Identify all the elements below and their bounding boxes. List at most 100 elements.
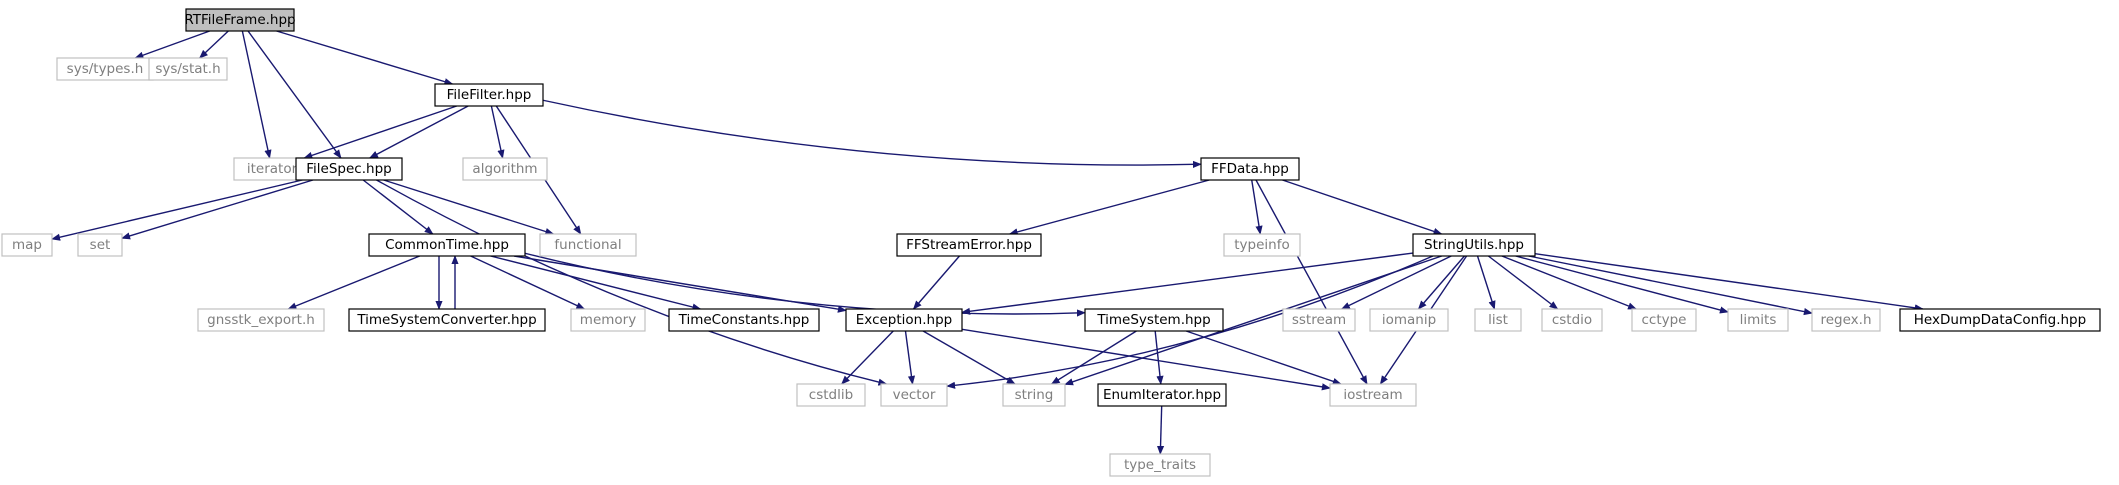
edge-stringutils-to-regex (1528, 255, 1813, 316)
node-gnsstk: gnsstk_export.h (197, 308, 325, 332)
edge-ffdata-to-ffstreamerror (1008, 179, 1210, 236)
edge-exception-to-vector (904, 330, 916, 385)
edge-timesystem-to-enumiter (1154, 330, 1164, 385)
edge-stringutils-to-list (1476, 255, 1496, 310)
edge-root-to-iterator (241, 30, 272, 159)
node-ffdata[interactable]: FFData.hpp (1200, 157, 1300, 181)
edge-commontime-to-gnsstk (287, 255, 420, 310)
node-box-gnsstk (197, 308, 325, 332)
node-timeconst[interactable]: TimeConstants.hpp (668, 308, 820, 332)
node-label-exception: Exception.hpp (856, 312, 952, 328)
node-label-iomanip: iomanip (1382, 312, 1436, 328)
node-box-stringutils (1412, 233, 1536, 257)
node-label-cstdio: cstdio (1552, 312, 1592, 328)
edge-ffdata-to-typeinfo (1251, 179, 1263, 235)
node-timesystem[interactable]: TimeSystem.hpp (1084, 308, 1224, 332)
node-box-hexdump (1899, 308, 2101, 332)
node-cctype: cctype (1631, 308, 1697, 332)
node-label-sstream: sstream (1292, 312, 1346, 328)
edge-filespec-to-functional (383, 179, 555, 235)
edge-filespec-to-map (51, 179, 303, 241)
edge-stringutils-to-limits (1515, 255, 1729, 314)
node-label-filespec: FileSpec.hpp (306, 161, 391, 177)
node-label-algorithm: algorithm (472, 161, 537, 177)
node-string: string (1002, 383, 1066, 407)
node-box-sysstat (148, 57, 228, 81)
node-label-set: set (90, 237, 111, 253)
node-box-timeconst (668, 308, 820, 332)
node-box-commontime (368, 233, 526, 257)
edge-exception-to-iostream (961, 328, 1331, 391)
node-box-iomanip (1369, 308, 1449, 332)
edge-stringutils-to-sstream (1340, 255, 1452, 310)
node-box-filefilter (434, 83, 544, 107)
node-box-enumiter (1097, 383, 1227, 407)
node-label-typeinfo: typeinfo (1234, 237, 1289, 253)
node-label-memory: memory (580, 312, 636, 328)
edge-root-to-systypes (134, 30, 210, 59)
node-algorithm: algorithm (462, 157, 548, 181)
node-label-typetraits: type_traits (1124, 457, 1196, 473)
node-box-list (1474, 308, 1522, 332)
node-box-functional (539, 233, 637, 257)
node-box-sstream (1282, 308, 1356, 332)
edge-stringutils-to-iomanip (1417, 255, 1465, 310)
node-label-regex: regex.h (1820, 312, 1871, 328)
node-filefilter[interactable]: FileFilter.hpp (434, 83, 544, 107)
node-box-map (1, 233, 53, 257)
node-box-exception (845, 308, 963, 332)
node-enumiter[interactable]: EnumIterator.hpp (1097, 383, 1227, 407)
node-box-root (185, 8, 295, 32)
node-box-cctype (1631, 308, 1697, 332)
edge-stringutils-to-hexdump (1534, 253, 1924, 312)
node-set: set (77, 233, 123, 257)
node-commontime[interactable]: CommonTime.hpp (368, 233, 526, 257)
node-root[interactable]: RTFileFrame.hpp (184, 8, 296, 32)
node-box-set (77, 233, 123, 257)
node-box-timesystem (1084, 308, 1224, 332)
node-box-iostream (1329, 383, 1417, 407)
node-ffstreamerror[interactable]: FFStreamError.hpp (896, 233, 1042, 257)
node-memory: memory (570, 308, 646, 332)
node-label-stringutils: StringUtils.hpp (1424, 237, 1524, 253)
node-box-memory (570, 308, 646, 332)
node-label-root: RTFileFrame.hpp (184, 12, 295, 28)
edge-filespec-to-vector (376, 179, 888, 386)
edge-commontime-to-timesystem (524, 252, 1086, 317)
node-iomanip: iomanip (1369, 308, 1449, 332)
node-label-timeconst: TimeConstants.hpp (678, 312, 810, 328)
node-map: map (1, 233, 53, 257)
edge-exception-to-cstdlib (841, 330, 894, 385)
node-box-typeinfo (1223, 233, 1301, 257)
edge-enumiter-to-typetraits (1156, 405, 1165, 455)
edge-filespec-to-commontime (362, 179, 434, 235)
node-box-cstdlib (796, 383, 866, 407)
edge-ffdata-to-iostream (1255, 179, 1368, 385)
node-functional: functional (539, 233, 637, 257)
node-tsconv[interactable]: TimeSystemConverter.hpp (348, 308, 546, 332)
node-limits: limits (1727, 308, 1789, 332)
node-box-ffdata (1200, 157, 1300, 181)
node-regex: regex.h (1811, 308, 1881, 332)
edge-root-to-filefilter (276, 30, 454, 86)
edge-stringutils-to-cctype (1501, 255, 1637, 310)
node-iostream: iostream (1329, 383, 1417, 407)
node-label-enumiter: EnumIterator.hpp (1103, 387, 1221, 403)
edge-exception-to-string (922, 330, 1016, 385)
node-label-cstdlib: cstdlib (809, 387, 853, 403)
node-label-list: list (1488, 312, 1508, 328)
node-label-functional: functional (554, 237, 621, 253)
node-exception[interactable]: Exception.hpp (845, 308, 963, 332)
node-filespec[interactable]: FileSpec.hpp (295, 157, 403, 181)
edge-filefilter-to-ffdata (542, 99, 1202, 169)
edge-filefilter-to-algorithm (490, 105, 505, 159)
edge-ffstreamerror-to-exception (912, 255, 960, 310)
node-hexdump[interactable]: HexDumpDataConfig.hpp (1899, 308, 2101, 332)
node-list: list (1474, 308, 1522, 332)
node-box-typetraits (1109, 453, 1211, 477)
node-label-systypes: sys/types.h (67, 61, 144, 77)
node-label-gnsstk: gnsstk_export.h (207, 312, 315, 328)
node-stringutils[interactable]: StringUtils.hpp (1412, 233, 1536, 257)
node-box-ffstreamerror (896, 233, 1042, 257)
